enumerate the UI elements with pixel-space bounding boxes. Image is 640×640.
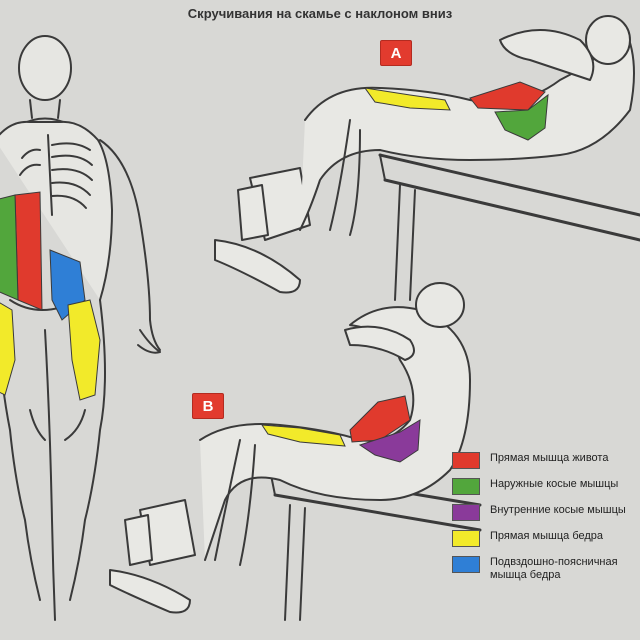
legend-swatch <box>452 504 480 521</box>
legend-label: Подвздошно-поясничная мышца бедра <box>490 556 618 581</box>
external-oblique-front <box>0 194 19 301</box>
page-title: Скручивания на скамье с наклоном вниз <box>187 6 453 21</box>
anatomy-figure <box>0 35 161 621</box>
legend-label: Прямая мышца живота <box>490 452 609 464</box>
internal-oblique-b <box>358 419 421 463</box>
rectus-femoris-front-right <box>67 299 101 401</box>
legend-swatch <box>452 452 480 469</box>
legend-item: Подвздошно-поясничная мышца бедра <box>452 556 640 582</box>
rectus-femoris-a <box>363 87 451 111</box>
legend-item: Прямая мышца живота <box>452 452 640 469</box>
figure-b <box>109 282 482 621</box>
legend-swatch <box>452 530 480 547</box>
legend-item: Прямая мышца бедра <box>452 530 640 547</box>
external-oblique-a <box>494 93 549 141</box>
legend-label: Наружные косые мышцы <box>490 478 619 490</box>
legend-item: Внутренние косые мышцы <box>452 504 640 521</box>
rectus-abdominis-b <box>349 395 411 443</box>
rectus-abdominis-a <box>469 81 546 111</box>
legend-label: Прямая мышца бедра <box>490 530 604 542</box>
rectus-femoris-b <box>261 424 346 447</box>
rectus-femoris-front-left <box>0 302 16 396</box>
legend-swatch <box>452 556 480 573</box>
figure-a <box>214 15 640 301</box>
step-a-badge: A <box>380 40 412 66</box>
legend-swatch <box>452 478 480 495</box>
legend: Прямая мышца живота Наружные косые мышцы… <box>452 452 640 591</box>
step-b-badge: B <box>192 393 224 419</box>
rectus-abdominis-front <box>14 191 43 311</box>
legend-label: Внутренние косые мышцы <box>490 504 626 516</box>
legend-item: Наружные косые мышцы <box>452 478 640 495</box>
